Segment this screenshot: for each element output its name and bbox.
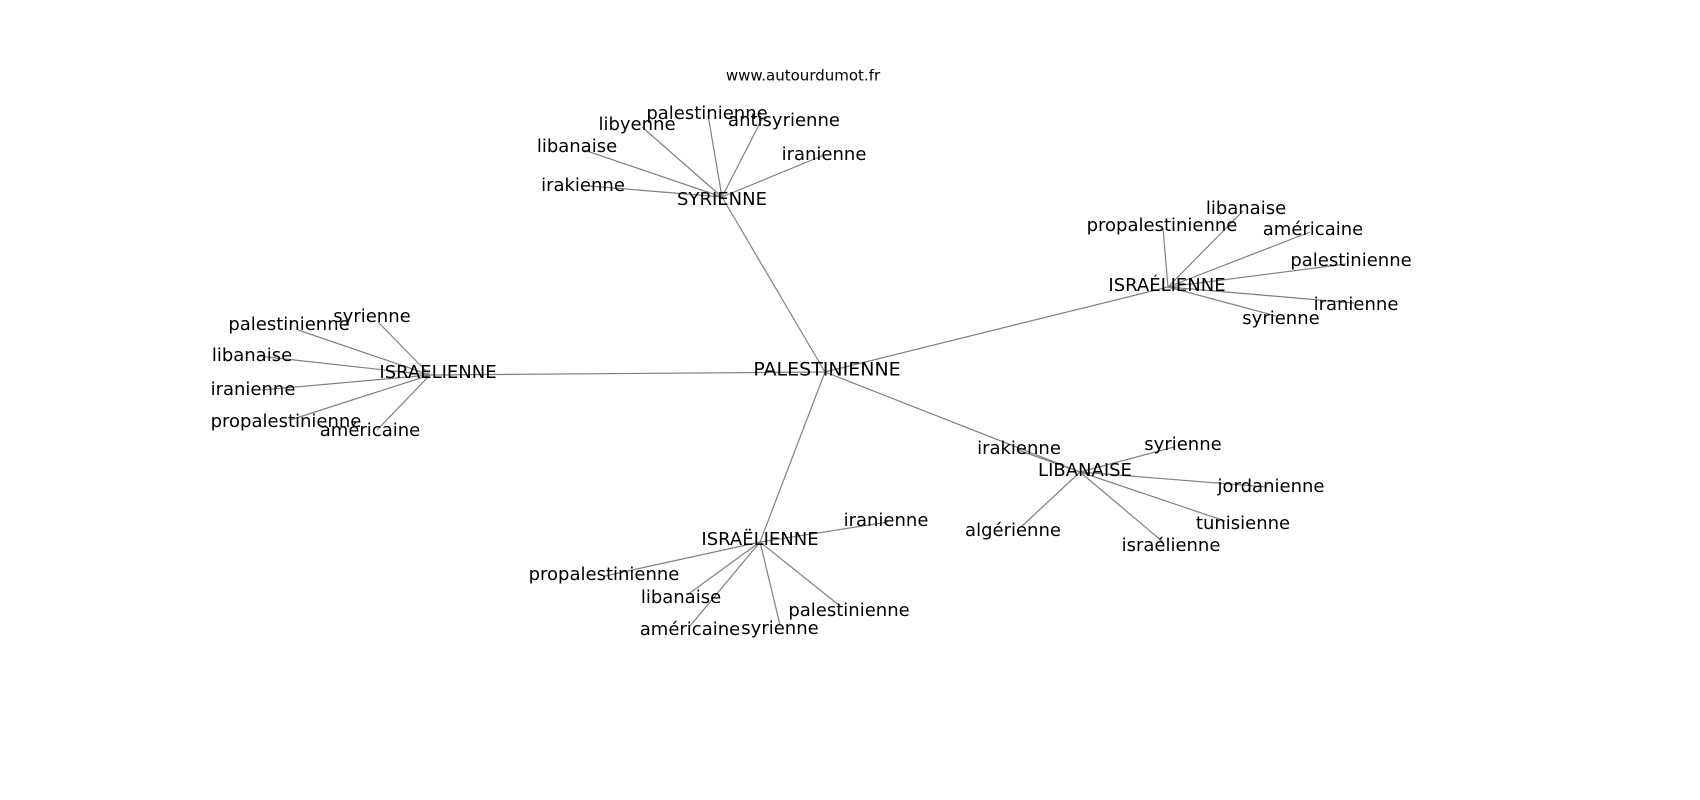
- edge-0-5: [589, 185, 723, 198]
- leaf-node: libanaise: [537, 136, 617, 157]
- edge-3-5: [1079, 471, 1164, 543]
- cluster-node: ISRAËLIENNE: [701, 529, 818, 550]
- leaf-node: iranienne: [211, 379, 296, 400]
- edge-2-2: [257, 355, 431, 376]
- leaf-node: américaine: [640, 619, 740, 640]
- edge-0-0: [707, 114, 723, 198]
- edge-2-0: [377, 321, 431, 376]
- leaf-node: syrienne: [741, 618, 818, 639]
- edge-center-to-0: [721, 196, 826, 373]
- edge-1-3: [1167, 263, 1347, 288]
- leaf-node: irakienne: [977, 438, 1061, 459]
- cluster-node: SYRIENNE: [677, 189, 767, 210]
- center-node: PALESTINIENNE: [753, 359, 900, 381]
- leaf-node: libanaise: [1206, 198, 1286, 219]
- edges: [257, 114, 1355, 627]
- edge-1-1: [1162, 227, 1169, 288]
- edge-2-5: [376, 374, 431, 431]
- leaf-node: propalestinienne: [529, 564, 680, 585]
- leaf-node: libanaise: [641, 587, 721, 608]
- leaf-node: palestinienne: [788, 600, 909, 621]
- leaf-node: iranienne: [844, 510, 929, 531]
- leaf-node: propalestinienne: [1087, 215, 1238, 236]
- leaf-node: libanaise: [212, 345, 292, 366]
- edge-2-3: [261, 374, 431, 391]
- leaf-node: palestinienne: [646, 103, 767, 124]
- source-label[interactable]: www.autourdumot.fr: [726, 67, 881, 85]
- edge-4-5: [759, 541, 781, 626]
- edge-1-0: [1167, 210, 1244, 288]
- leaf-node: palestinienne: [1290, 250, 1411, 271]
- edge-2-1: [297, 329, 431, 376]
- edge-4-4: [689, 541, 761, 627]
- edge-4-1: [604, 541, 761, 577]
- leaf-node: propalestinienne: [211, 411, 362, 432]
- cluster-node: LIBANAISE: [1038, 460, 1132, 481]
- leaf-node: tunisienne: [1196, 513, 1290, 534]
- leaf-node: américaine: [1263, 219, 1363, 240]
- leaf-node: iranienne: [1314, 294, 1399, 315]
- edge-4-0: [759, 521, 889, 543]
- leaf-node: syrienne: [333, 306, 410, 327]
- edge-0-3: [583, 149, 723, 198]
- leaf-node: jordanienne: [1217, 476, 1325, 497]
- leaf-node: américaine: [320, 420, 420, 441]
- edge-3-0: [1017, 449, 1081, 473]
- edge-1-2: [1167, 231, 1311, 288]
- edge-0-2: [721, 118, 763, 198]
- edge-1-4: [1167, 286, 1355, 304]
- edge-2-4: [289, 374, 431, 421]
- edge-center-to-2: [429, 371, 826, 376]
- leaf-node: palestinienne: [228, 314, 349, 335]
- leaf-node: syrienne: [1242, 308, 1319, 329]
- edge-center-to-4: [759, 371, 826, 543]
- edge-4-2: [686, 541, 761, 596]
- leaf-node: syrienne: [1144, 434, 1221, 455]
- leaf-node: israélienne: [1122, 535, 1221, 556]
- leaf-node: libyenne: [598, 114, 675, 135]
- labels: www.autourdumot.fr PALESTINIENNE palesti…: [211, 67, 1412, 641]
- leaf-node: iranienne: [782, 144, 867, 165]
- edge-3-4: [1020, 471, 1081, 528]
- edge-center-to-3: [824, 371, 1081, 473]
- edge-0-1: [641, 126, 723, 198]
- edge-center-to-1: [824, 286, 1169, 373]
- edge-3-3: [1079, 471, 1226, 522]
- edge-3-1: [1079, 446, 1175, 473]
- edge-0-4: [721, 154, 825, 198]
- leaf-node: algérienne: [965, 520, 1061, 541]
- edge-1-5: [1167, 286, 1277, 317]
- edge-4-3: [759, 541, 841, 607]
- leaf-node: antisyrienne: [728, 110, 840, 131]
- edge-3-2: [1079, 471, 1268, 488]
- leaf-node: irakienne: [541, 175, 625, 196]
- cluster-node: ISRAÉLIENNE: [1108, 274, 1225, 296]
- cluster-node: ISRAELIENNE: [379, 362, 496, 383]
